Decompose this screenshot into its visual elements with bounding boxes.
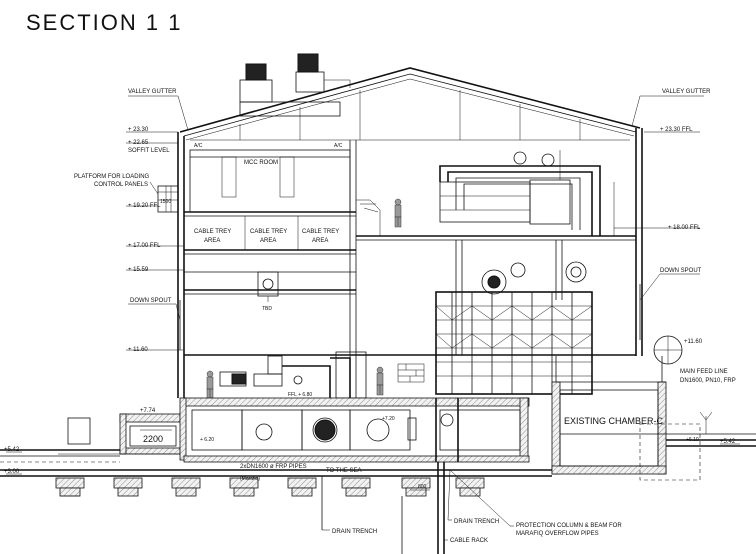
- label-level-1920: + 19.20 FFL: [128, 203, 161, 209]
- label-level-542-right: +5.42: [720, 439, 736, 445]
- label-down-spout-right: DOWN SPOUT: [660, 268, 702, 274]
- label-level-2330-left: + 23.30: [128, 127, 149, 133]
- pile-footings: [55, 462, 485, 554]
- label-down-spout-left: DOWN SPOUT: [130, 298, 172, 304]
- label-cable-tray-2b: AREA: [260, 238, 276, 244]
- filter-racks: [435, 291, 593, 395]
- label-level-1160-left: + 11.60: [128, 347, 148, 353]
- label-level-2265: + 22.65: [128, 140, 149, 146]
- label-protection-2: MARAFIQ OVERFLOW PIPES: [516, 531, 599, 537]
- roof: [179, 67, 641, 141]
- label-level-610: +6.10: [686, 437, 699, 443]
- label-pipes-2: (Marafiq): [240, 476, 260, 482]
- label-valley-gutter-right: VALLEY GUTTER: [662, 89, 711, 95]
- label-level-542-left: +5.42: [4, 447, 20, 453]
- label-level-300: +3.00: [4, 469, 20, 475]
- label-level-1700: + 17.00 FFL: [128, 243, 161, 249]
- label-dim-800: 800: [418, 484, 427, 490]
- label-level-2330-right: + 23.30 FFL: [660, 127, 693, 133]
- label-pipes-1: 2xDN1600 ø FRP PIPES: [240, 464, 307, 470]
- label-mcc-room: MCC ROOM: [244, 160, 278, 166]
- label-valley-gutter-left: VALLEY GUTTER: [128, 89, 177, 95]
- label-to-sea: TO THE SEA: [326, 468, 361, 474]
- upper-piping: [439, 150, 615, 236]
- label-ffl-680: FFL + 6.80: [288, 392, 312, 398]
- label-main-feed-2: DN1600, PN10, FRP: [680, 378, 736, 384]
- label-cable-tray-3b: AREA: [312, 238, 328, 244]
- leader-lines: [6, 95, 740, 541]
- label-platform-1: PLATFORM FOR LOADING: [74, 174, 150, 180]
- label-cable-rack: CABLE RACK: [450, 538, 488, 544]
- label-level-1160-right: +11.60: [684, 339, 703, 345]
- label-dim-2200: 2200: [143, 434, 163, 444]
- label-cable-tray-2a: CABLE TREY: [250, 229, 287, 235]
- human-figures: [206, 198, 402, 400]
- label-cable-tray-1a: CABLE TREY: [194, 229, 231, 235]
- label-tbd: TBD: [262, 306, 272, 312]
- label-level-774: +7.74: [140, 408, 156, 414]
- rooftop-units: [239, 53, 351, 117]
- label-ac-right: A/C: [334, 143, 343, 149]
- loading-platform: [157, 185, 179, 213]
- label-platform-2: CONTROL PANELS: [94, 182, 148, 188]
- label-level-720: +7.20: [382, 416, 395, 422]
- label-soffit-level: SOFFIT LEVEL: [128, 148, 170, 154]
- label-drain-trench-1: DRAIN TRENCH: [332, 529, 377, 535]
- existing-chamber: [551, 335, 713, 481]
- label-drain-trench-2: DRAIN TRENCH: [454, 519, 499, 525]
- crane-tbd: [257, 271, 279, 302]
- ground-and-pipes: [0, 433, 756, 477]
- label-ac-left: A/C: [194, 143, 203, 149]
- label-protection-1: PROTECTION COLUMN & BEAM FOR: [516, 523, 622, 529]
- building-frame: [177, 128, 643, 398]
- basement: [58, 397, 530, 463]
- stair: [356, 199, 381, 236]
- label-level-620: + 6.20: [200, 437, 214, 443]
- label-level-1559: + 15.59: [128, 267, 149, 273]
- section-title: SECTION 1 1: [26, 10, 182, 35]
- label-main-feed-1: MAIN FEED LINE: [680, 369, 728, 375]
- label-level-1800: + 18.00 FFL: [668, 225, 701, 231]
- brick-wall: [397, 363, 425, 383]
- label-cable-tray-1b: AREA: [204, 238, 220, 244]
- label-cable-tray-3a: CABLE TREY: [302, 229, 339, 235]
- label-dim-1500: 1500: [160, 199, 171, 205]
- motors-and-tanks: [455, 240, 587, 355]
- annotations: VALLEY GUTTER VALLEY GUTTER + 23.30 + 23…: [4, 89, 736, 544]
- label-existing-chamber: EXISTING CHAMBER-C: [564, 416, 664, 426]
